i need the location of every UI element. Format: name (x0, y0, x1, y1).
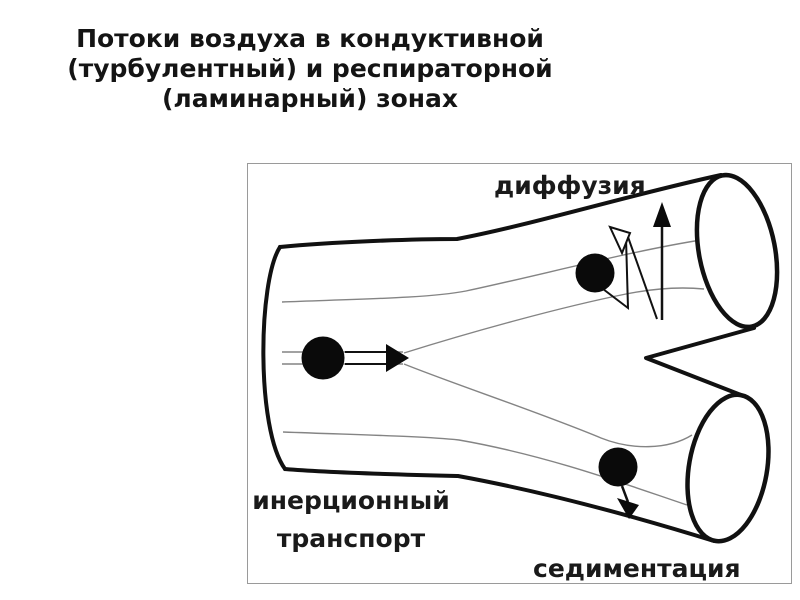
sedimentation-arrow-head (617, 498, 639, 519)
airway-top-edge (278, 173, 723, 249)
diffusion-zigzag-open-arrowhead (608, 225, 632, 256)
label-sedimentation: седиментация (533, 554, 741, 583)
inertial-arrow-head (386, 344, 409, 372)
lower-branch-opening (685, 392, 771, 544)
page-title: Потоки воздуха в кондуктивной (турбулент… (67, 24, 553, 113)
sedimentation-arrow-shaft (620, 485, 630, 503)
label-diffusion: диффузия (494, 171, 646, 200)
airway-diagram (261, 172, 780, 544)
streamline-lower-parent (282, 431, 688, 506)
airway-bottom-edge (283, 467, 716, 543)
airway-outline (261, 173, 756, 543)
particle-inertial (301, 336, 345, 380)
streamline-upper-parent (281, 239, 702, 303)
upper-branch-opening (694, 172, 780, 330)
diagram-frame: диффузия инерционный транспорт седимента… (247, 163, 792, 584)
streamline-split-lower-branch (403, 363, 693, 448)
carina-notch (644, 326, 756, 397)
particle-diffusion (575, 253, 615, 293)
diffusion-arrow-head (653, 202, 671, 227)
trachea-open-end-arc (261, 245, 287, 471)
branch-openings (685, 172, 780, 544)
particles (301, 253, 638, 487)
label-inertial-transport: инерционный транспорт (252, 486, 450, 553)
particle-sedimentation (598, 447, 638, 487)
streamlines (281, 239, 705, 506)
diffusion-zigzag-diagonal (627, 236, 658, 320)
diffusion-zigzag-path (602, 237, 630, 311)
streamline-split-upper-branch (403, 287, 705, 354)
mechanism-arrows (345, 202, 671, 519)
